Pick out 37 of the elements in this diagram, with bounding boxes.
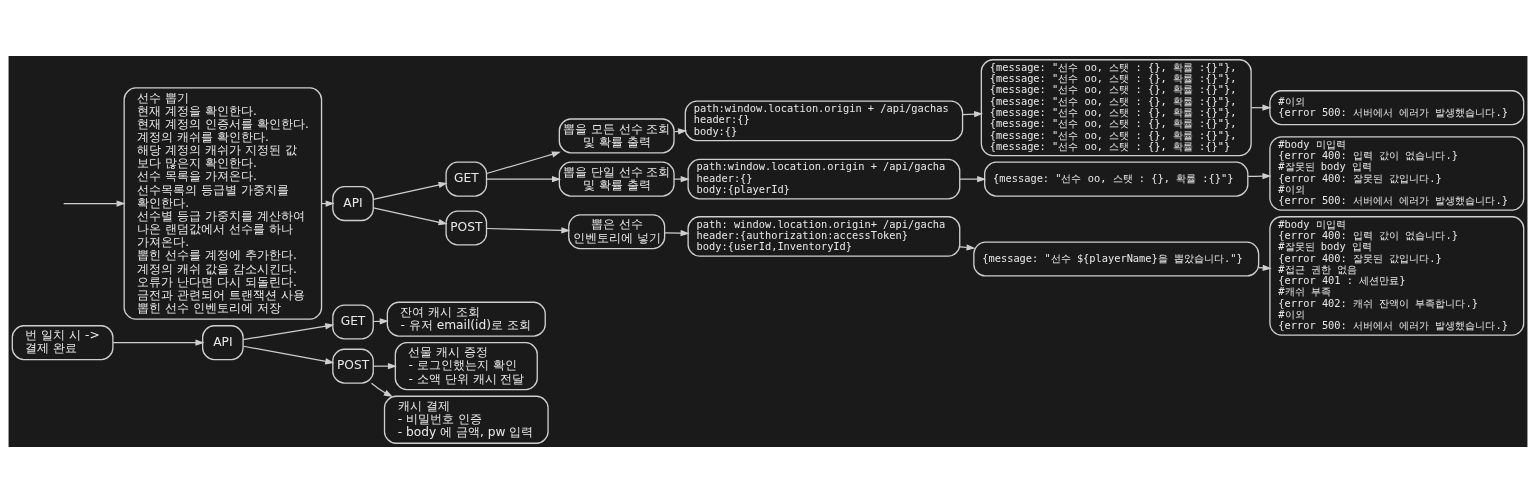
node-box: 잔여 캐시 조회 - 유저 email(id)로 조회 [386, 301, 546, 337]
node-box: path:window.location.origin + /api/gacha header:{} body:{playerId} [687, 158, 961, 200]
node-box: 선물 캐시 증정 - 로그인했는지 확인 - 소액 단위 캐시 전달 [394, 342, 538, 391]
arrow [959, 175, 987, 183]
arrow [486, 227, 571, 234]
node-box: 캐시 결제 - 비밀번호 인증 - body 에 금액, pw 입력 [383, 395, 549, 444]
node-box: 번 일치 시 -> 결제 완료 [11, 325, 114, 361]
node-box: 뽑은 선수 인벤토리에 넣기 [568, 214, 666, 250]
node-box: {message: "선수 ${playerName}을 뽑았습니다."} [973, 241, 1260, 277]
node-box: POST [445, 210, 488, 246]
arrow [664, 230, 690, 237]
arrow [372, 207, 448, 226]
arrow [486, 175, 561, 183]
node-box: #body 미입력 {error 400: 입력 값이 없습니다.} #잘못된 body 입력 {error 400: 잘못된 값입니다.} #접근 권한 없음 {error 401 : 세션만료} #캐쉬 부족 {error 402: 캐쉬 잔액이 부족합니다.} #이외 {error 500: 서버에서 에러가 발생했습니다.} [1269, 216, 1525, 336]
arrow [673, 175, 690, 183]
node-box: API [202, 325, 244, 361]
node-box: 선수 뽑기 현재 계정을 확인한다. 현재 계정의 인증서를 확인한다. 계정의 캐쉬를 확인한다. 해당 계정의 캐쉬가 지정된 값 보다 많은지 확인한다. 선수 목록을 가져온다. 선수목록의 등급별 가중치를 확인한다. 선수별 등급 가중치를 계산하여 나온 랜덤값에서 선수를 하나 가져온다. 뽑힌 선수를 계정에 추가한다. 계정의 캐쉬 값을 감소시킨다. 오류가 난다면 다시 되돌린다. 금전과 관련되어 트랜잭션 사용 뽑힌 선수 인벤토리에 저장 [123, 87, 323, 320]
node-box: {message: "선수 oo, 스탯 : {}, 확률 :{}"} [984, 161, 1249, 197]
node-box: 뽑을 단일 선수 조회 및 확률 출력 [558, 161, 675, 197]
arrow [959, 244, 976, 251]
node-box: GET [332, 304, 374, 340]
node-box: #body 미입력 {error 400: 입력 값이 없습니다.} #잘못된 body 입력 {error 400: 잘못된 값입니다.} #이외 {error 500: 서버에서 에러가 발생했습니다.} [1269, 136, 1525, 211]
node-box: path:window.location.origin + /api/gachas header:{} body:{} [684, 100, 964, 142]
node-box: #이외 {error 500: 서버에서 에러가 발생했습니다.} [1269, 90, 1525, 126]
node-box: {message: "선수 oo, 스탯 : {}, 확률 :{}"}, {message: "선수 oo, 스탯 : {}, 확률 :{}"}, {message: "선수 oo, 스탯 : {}, 확률 :{}"}, {message: "선수 oo, 스탯 : {}, 확률 :{}"}, {message: "선수 oo, 스탯 : {}, 확률 :{}"}, {message: "선수 oo, 스탯 : {}, 확률 :{}"}, {message: "선수 oo, 스탯 : {}, 확률 :{}"}, {message: "선수 oo, 스탯 : {}, 확률 :{}"} [980, 59, 1252, 157]
arrow [370, 382, 393, 397]
arrow [63, 200, 126, 207]
node-box: GET [445, 161, 488, 197]
arrow [242, 323, 335, 341]
arrow [486, 151, 561, 175]
node-box: path: window.location.origin+ /api/gacha header:{authorization:accessToken} body:{userId,InventoryId} [687, 216, 961, 257]
arrow [112, 339, 205, 346]
node-box: API [332, 186, 374, 222]
node-box: POST [332, 348, 374, 384]
arrow [372, 181, 448, 200]
arrow [242, 345, 335, 365]
node-box: 뽑을 모든 선수 조회 및 확률 출력 [558, 118, 675, 154]
